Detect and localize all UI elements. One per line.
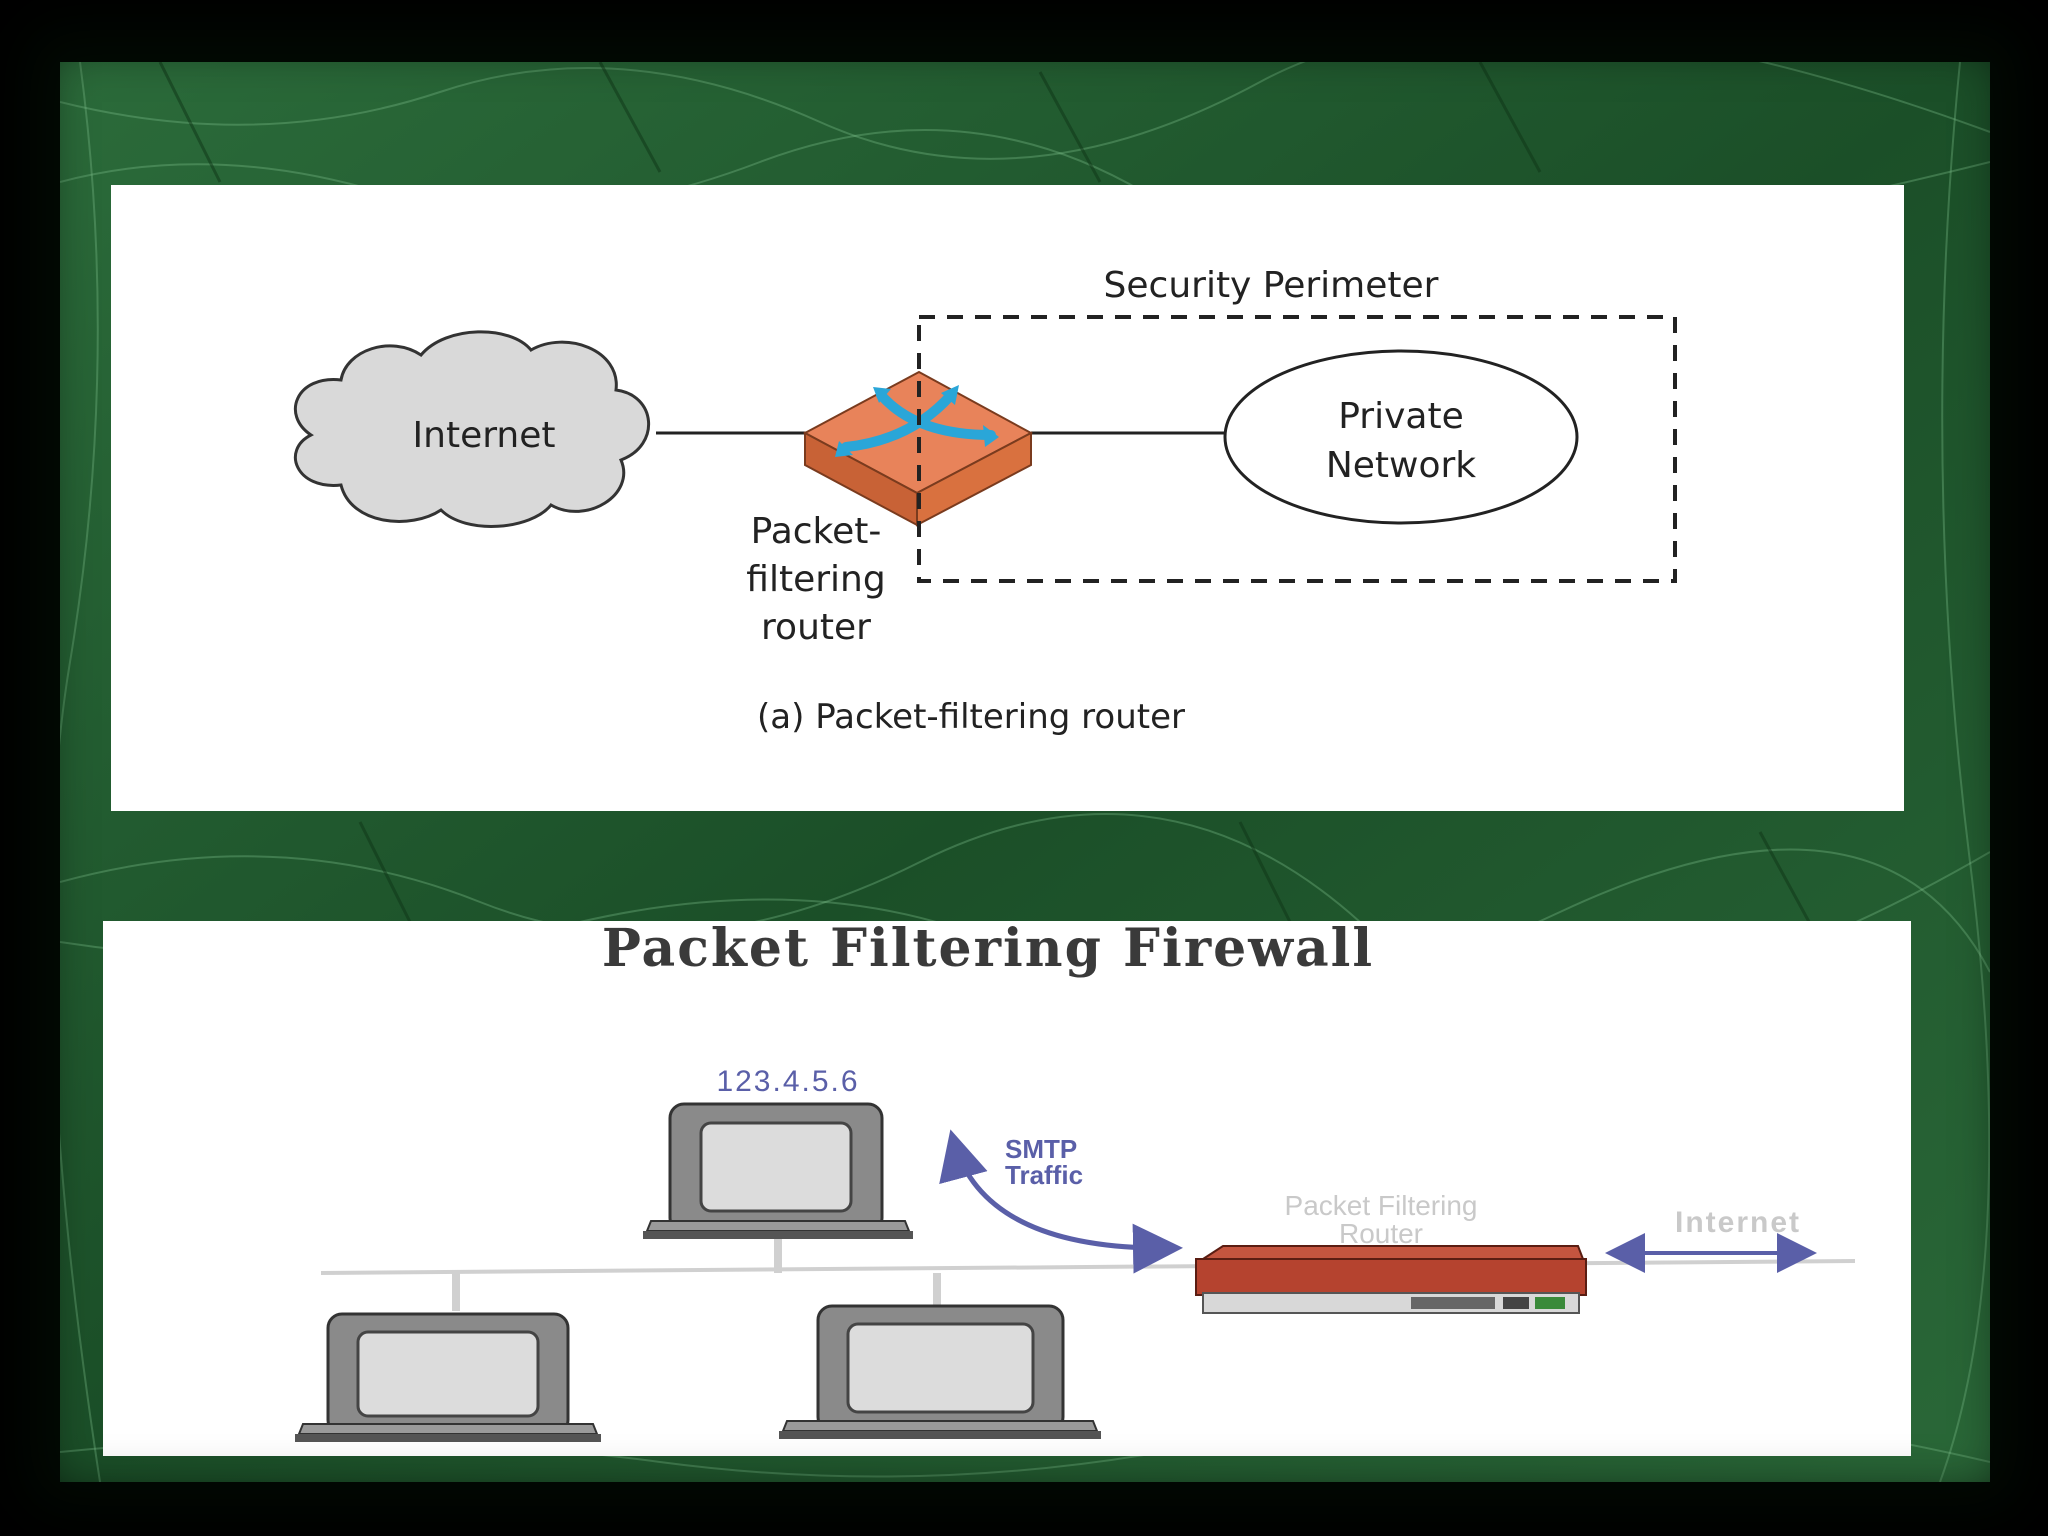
hw-router-label-line-2: Router xyxy=(1339,1218,1423,1249)
perimeter-label: Security Perimeter xyxy=(1104,265,1439,306)
bottom-diagram-svg: Packet Filtering Firewall 123.4.5.6 xyxy=(295,921,1856,1442)
router-label-line-1: Packet- xyxy=(751,511,882,552)
internet-cloud-icon xyxy=(293,330,650,528)
diagram-caption: (a) Packet-filtering router xyxy=(757,697,1185,737)
diagram-title: Packet Filtering Firewall xyxy=(602,921,1374,979)
smtp-traffic-arrow xyxy=(939,1129,1183,1274)
hw-router-label-line-1: Packet Filtering xyxy=(1285,1190,1478,1221)
network-bus-line xyxy=(320,1259,1856,1275)
internet-label: Internet xyxy=(1675,1206,1801,1239)
router-icon xyxy=(802,370,1034,527)
security-perimeter xyxy=(917,315,1677,583)
top-diagram-svg: Internet Packet- filtering router Securi… xyxy=(293,265,1677,737)
host-ip-label: 123.4.5.6 xyxy=(716,1065,859,1098)
hardware-router-icon xyxy=(1195,1245,1587,1314)
computer-icon xyxy=(643,1102,913,1239)
computer-icon xyxy=(779,1304,1101,1439)
traffic-label-line-2: Traffic xyxy=(1005,1160,1083,1190)
private-network-ellipse xyxy=(1223,349,1579,525)
network-label-line-2: Network xyxy=(1326,445,1476,486)
router-label-line-2: filtering xyxy=(746,559,885,600)
router-label-line-3: router xyxy=(761,607,871,648)
network-label-line-1: Private xyxy=(1338,396,1464,437)
traffic-label-line-1: SMTP xyxy=(1005,1134,1077,1164)
computer-icon xyxy=(295,1312,601,1442)
packet-filtering-firewall-diagram: Packet Filtering Firewall 123.4.5.6 xyxy=(103,921,1911,1456)
cloud-label: Internet xyxy=(413,415,556,456)
packet-filtering-router-diagram: Internet Packet- filtering router Securi… xyxy=(111,185,1904,811)
